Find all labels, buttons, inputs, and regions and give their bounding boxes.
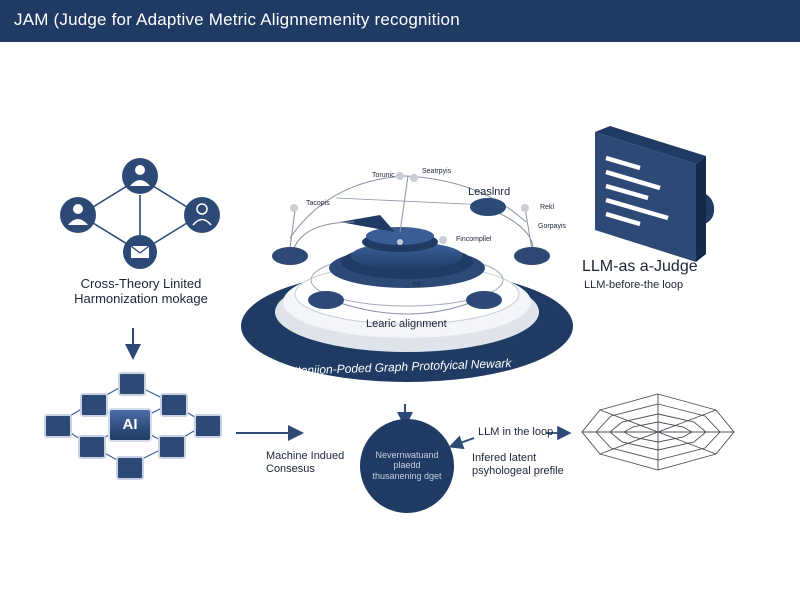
consensus-line-2: Consesus	[266, 462, 315, 475]
caption-line-1: Cross-Theory Linited	[80, 276, 202, 291]
graph-platform	[241, 172, 573, 382]
consensus-label: Machine Indued Consesus	[266, 450, 344, 475]
chip-icon	[118, 372, 146, 396]
chip-icon	[116, 456, 144, 480]
circle-text: Nevernwatuand plaedd thusanening dget	[362, 450, 452, 481]
chip-icon	[80, 393, 108, 417]
header-bar: JAM (Judge for Adaptive Metric Alignneme…	[0, 0, 800, 42]
chip-icon	[44, 414, 72, 438]
node-label: Gorpayis	[538, 223, 567, 230]
user-icon	[122, 158, 158, 194]
radar-chart-icon	[581, 393, 735, 471]
ai-chip: AI	[108, 408, 152, 442]
profile-line-1: Infered latent	[472, 452, 537, 464]
llm-judge-title: LLM-as a-Judge	[582, 258, 698, 275]
caption-line-2: Harmonization mokage	[74, 290, 208, 306]
mail-icon	[123, 235, 157, 269]
chip-icon	[160, 393, 188, 417]
llm-judge-subtitle: LLM-before-the loop	[584, 279, 684, 291]
node-label: Seatrpyis	[422, 168, 452, 175]
profile-line-2: psyhologeal prefile	[472, 464, 564, 477]
profile-label: Infered latent psyhologeal prefile	[472, 452, 564, 477]
circle-line-3: thusanening dget	[372, 470, 442, 481]
chip-icon	[158, 435, 186, 459]
node-label: Fil	[413, 282, 421, 289]
chip-icon	[194, 414, 222, 438]
node-label: Torunic	[372, 172, 395, 179]
node-label: Tacopis	[306, 200, 330, 207]
page-title: JAM (Judge for Adaptive Metric Alignneme…	[14, 10, 460, 29]
circle-line-1: Nevernwatuand	[375, 450, 439, 460]
node-label: Fincompllel	[456, 236, 492, 243]
node-label: Rekl	[540, 204, 555, 211]
user-icon	[184, 197, 220, 233]
llm-loop-label: LLM in the loop	[478, 426, 554, 438]
consensus-circle	[360, 419, 454, 513]
ring-label: Learic alignment	[366, 318, 447, 330]
user-icon	[60, 197, 96, 233]
ai-chip-label: AI	[122, 416, 138, 433]
node-label: Leaslnrd	[468, 186, 511, 198]
arrow-left	[448, 435, 475, 450]
document-icon	[595, 126, 715, 364]
circle-line-2: plaedd	[393, 460, 421, 471]
chip-icon	[78, 435, 106, 459]
people-network	[60, 158, 220, 269]
consensus-line-1: Machine Indued	[266, 450, 345, 462]
left-top-caption: Cross-Theory Linited Harmonization mokag…	[66, 276, 216, 307]
